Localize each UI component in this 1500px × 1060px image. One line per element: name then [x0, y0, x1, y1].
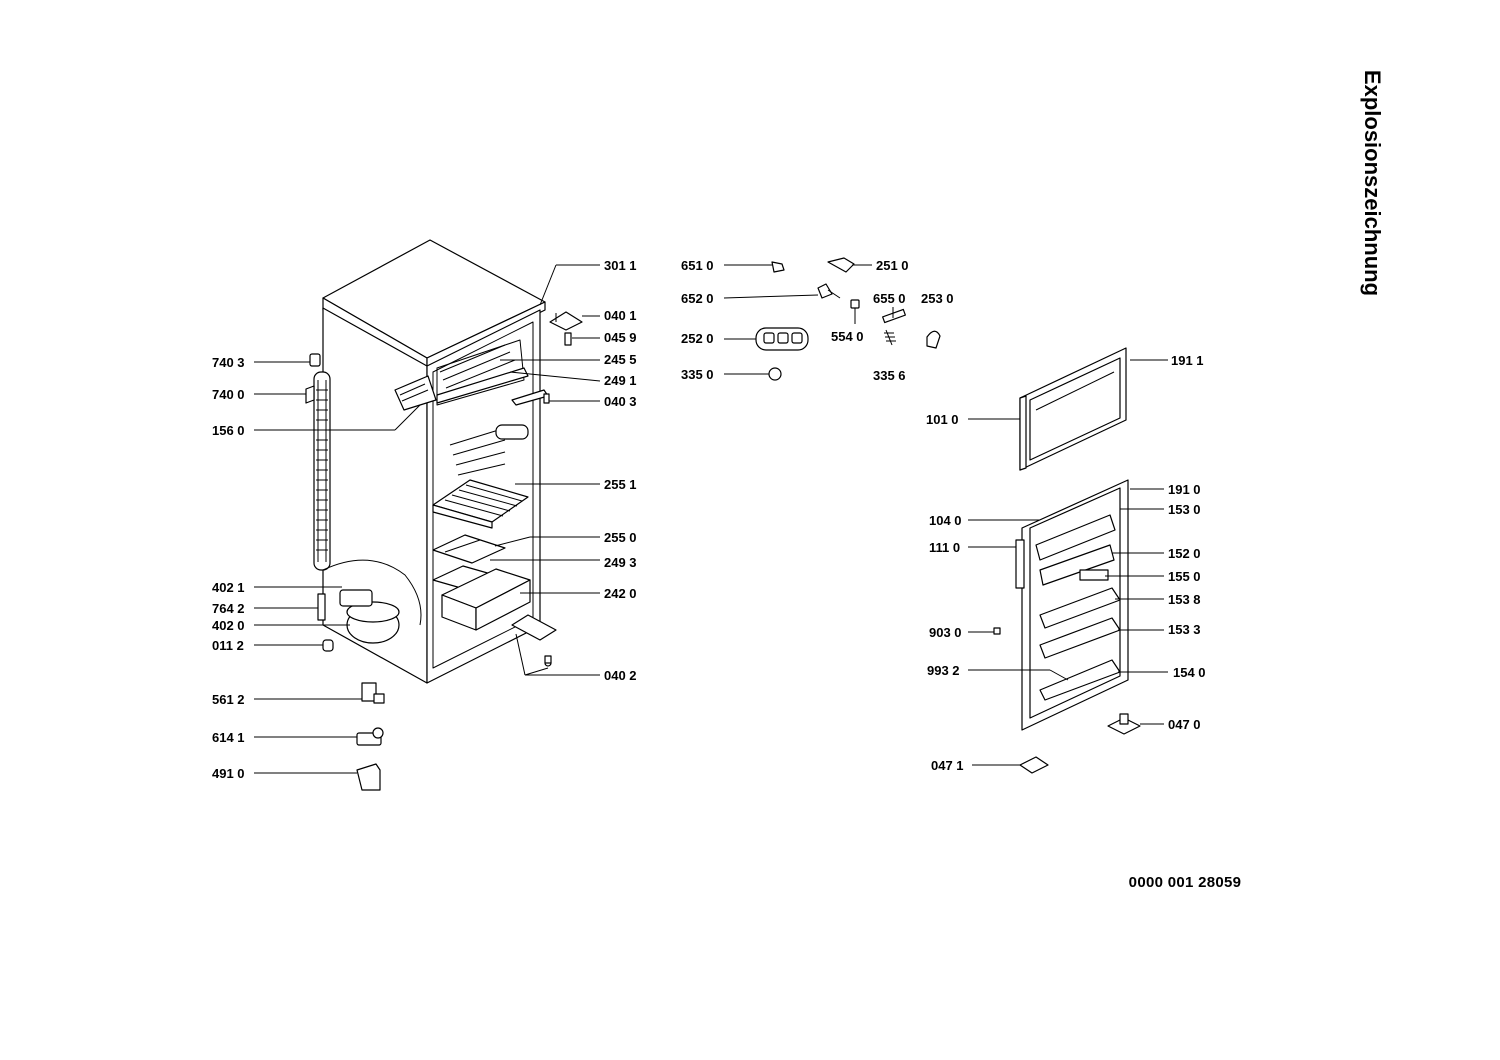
leader-lines — [254, 264, 1168, 774]
label-7400: 740 0 — [212, 387, 245, 402]
label-2530: 253 0 — [921, 291, 954, 306]
label-2493: 249 3 — [604, 555, 637, 570]
label-6520: 652 0 — [681, 291, 714, 306]
control-parts — [755, 257, 941, 381]
label-1550: 155 0 — [1168, 569, 1201, 584]
label-0459: 045 9 — [604, 330, 637, 345]
label-3356: 335 6 — [873, 368, 906, 383]
label-6141: 614 1 — [212, 730, 245, 745]
label-4910: 491 0 — [212, 766, 245, 781]
label-4020: 402 0 — [212, 618, 245, 633]
label-4021: 402 1 — [212, 580, 245, 595]
label-0112: 011 2 — [212, 638, 244, 653]
label-0403: 040 3 — [604, 394, 637, 409]
label-3011: 301 1 — [604, 258, 637, 273]
fridge-cabinet — [305, 239, 583, 791]
label-2455: 245 5 — [604, 352, 637, 367]
label-1533: 153 3 — [1168, 622, 1201, 637]
label-2491: 249 1 — [604, 373, 637, 388]
label-2420: 242 0 — [604, 586, 637, 601]
label-7642: 764 2 — [212, 601, 245, 616]
label-2550: 255 0 — [604, 530, 637, 545]
label-2520: 252 0 — [681, 331, 714, 346]
label-1530: 153 0 — [1168, 502, 1201, 517]
label-1560: 156 0 — [212, 423, 245, 438]
label-9030: 903 0 — [929, 625, 962, 640]
label-1010: 101 0 — [926, 412, 959, 427]
label-1110: 111 0 — [929, 540, 960, 555]
label-0401: 040 1 — [604, 308, 637, 323]
label-1538: 153 8 — [1168, 592, 1201, 607]
label-0471: 047 1 — [931, 758, 964, 773]
fridge-door — [993, 479, 1141, 774]
label-1040: 104 0 — [929, 513, 962, 528]
label-6550: 655 0 — [873, 291, 906, 306]
label-9932: 993 2 — [927, 663, 960, 678]
label-1540: 154 0 — [1173, 665, 1206, 680]
label-5540: 554 0 — [831, 329, 864, 344]
label-3350: 335 0 — [681, 367, 714, 382]
document-number: 0000 001 28059 — [1128, 874, 1242, 891]
label-1520: 152 0 — [1168, 546, 1201, 561]
part-labels: 301 1 040 1 045 9 245 5 249 1 040 3 255 … — [212, 258, 1206, 781]
label-1911: 191 1 — [1171, 353, 1204, 368]
freezer-door — [1019, 347, 1127, 471]
label-5612: 561 2 — [212, 692, 245, 707]
label-2510: 251 0 — [876, 258, 909, 273]
label-1910: 191 0 — [1168, 482, 1201, 497]
label-2551: 255 1 — [604, 477, 637, 492]
label-6510: 651 0 — [681, 258, 714, 273]
label-0470: 047 0 — [1168, 717, 1201, 732]
label-7403: 740 3 — [212, 355, 245, 370]
label-0402: 040 2 — [604, 668, 637, 683]
